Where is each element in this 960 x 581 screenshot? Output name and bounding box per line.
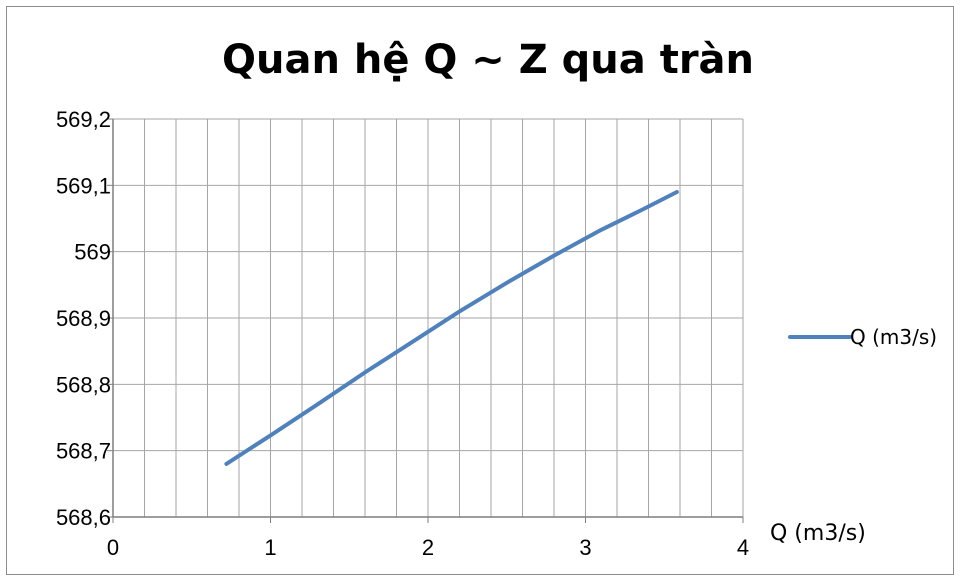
x-tick-label: 0 [107,535,119,560]
chart-area [6,6,954,575]
y-tick-label: 569,2 [56,107,111,132]
series-group [224,190,679,466]
top-cropped-text [0,0,960,6]
grid-lines [113,118,744,517]
x-tick-label: 2 [422,535,434,560]
x-tick-label: 4 [737,535,749,560]
x-axis-label: Q (m3/s) [770,521,866,546]
y-tick-label: 568,9 [56,306,111,331]
y-tick-label: 569 [74,240,111,265]
y-tick-labels: 568,6 568,7 568,8 568,9 569 569,1 569,2 [56,107,111,530]
axes [107,118,744,523]
y-tick-label: 568,6 [56,505,111,530]
x-tick-label: 1 [264,535,276,560]
series-line [224,190,679,466]
y-tick-label: 568,8 [56,372,111,397]
y-tick-label: 568,7 [56,439,111,464]
chart-title: Quan hệ Q ~ Z qua tràn [222,37,754,83]
y-tick-label: 569,1 [56,173,111,198]
legend: Q (m3/s) [788,325,937,349]
legend-label: Q (m3/s) [850,325,937,349]
x-tick-labels: 0 1 2 3 4 [107,535,749,560]
x-tick-label: 3 [579,535,591,560]
